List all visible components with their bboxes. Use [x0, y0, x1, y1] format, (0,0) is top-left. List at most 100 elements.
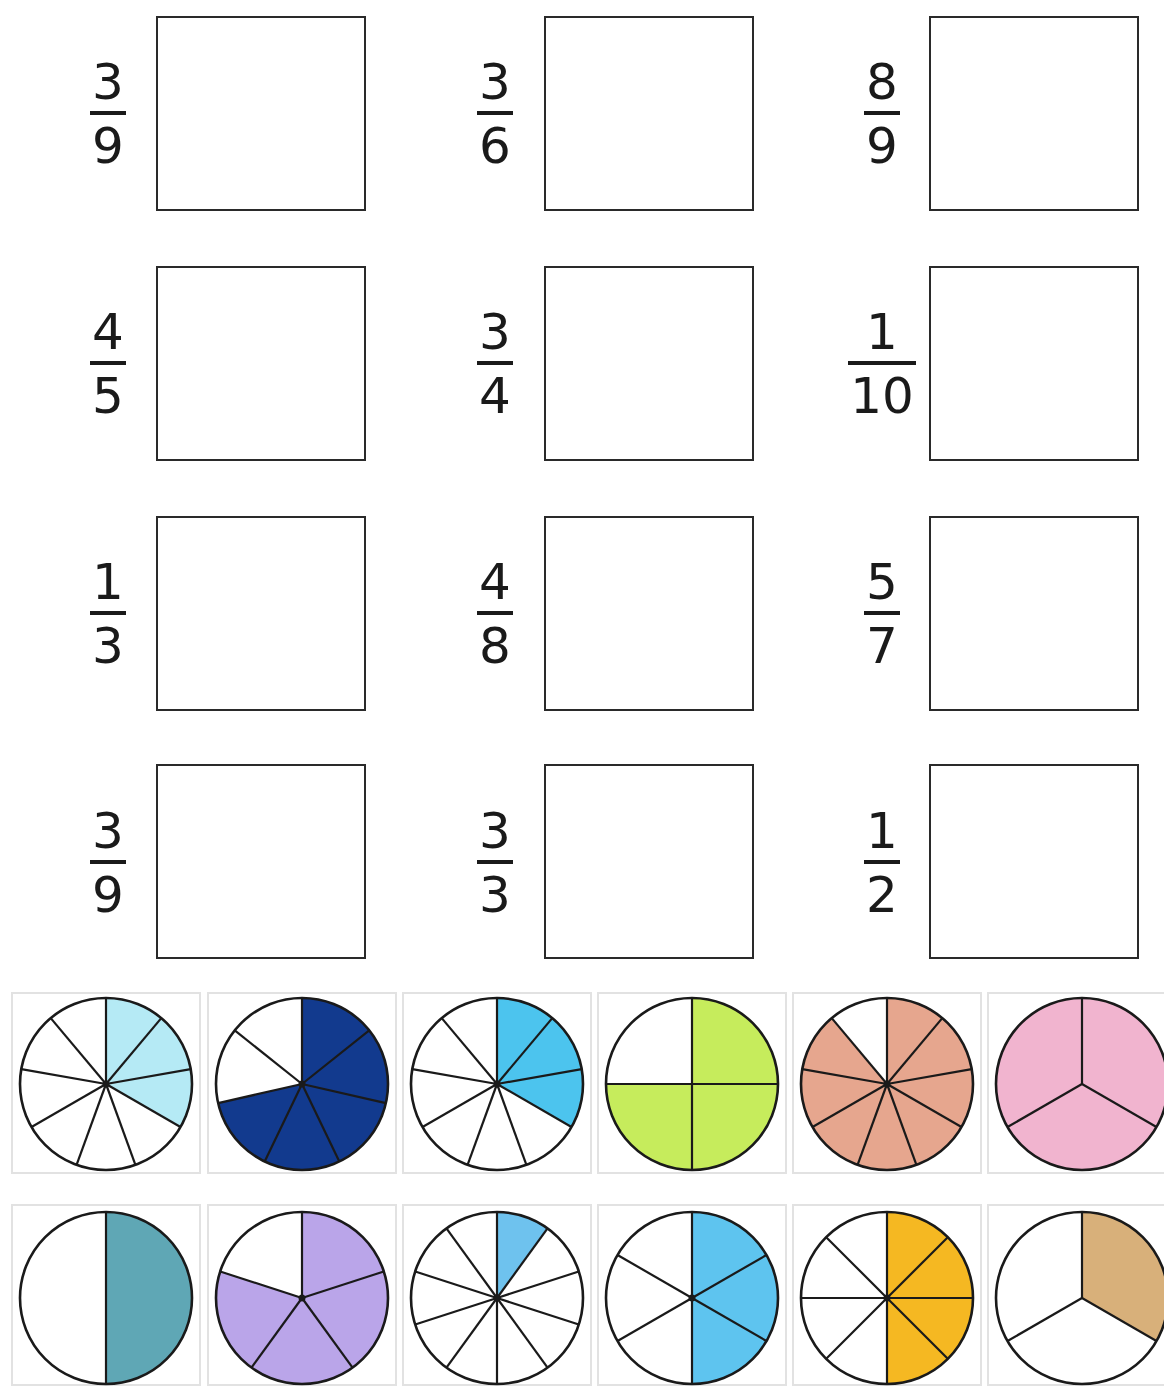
denominator: 2: [864, 870, 900, 920]
pie-center: [299, 1081, 306, 1088]
pie-ground: [216, 998, 388, 1170]
fraction: 33: [477, 806, 513, 920]
pie-card: [208, 993, 396, 1173]
numerator: 8: [864, 57, 900, 107]
fraction: 110: [848, 307, 916, 421]
pie-divider: [106, 1069, 191, 1084]
fraction-bar: [864, 111, 900, 115]
answer-box: [157, 17, 365, 210]
pie-divider: [302, 1271, 384, 1298]
fraction-bar: [477, 860, 513, 864]
pie-divider: [691, 998, 693, 1084]
fraction: 57: [864, 557, 900, 671]
pie-divider: [497, 1069, 582, 1084]
pie-divider: [442, 1018, 497, 1084]
numerator: 4: [90, 307, 126, 357]
pie-divider: [497, 1018, 552, 1084]
pie-center: [494, 1081, 501, 1088]
pie-divider: [801, 1297, 887, 1299]
pie-outline: [606, 1212, 778, 1384]
pie-divider: [496, 998, 498, 1084]
pie-outline: [996, 1212, 1164, 1384]
pie-ground: [606, 998, 778, 1170]
denominator: 6: [477, 121, 513, 171]
pie-divider: [887, 1297, 973, 1299]
pie-card: [403, 1205, 591, 1385]
pie-divider: [887, 1084, 916, 1165]
pie-slice-shaded: [887, 1298, 948, 1384]
pie-divider: [220, 1271, 302, 1298]
pie-divider: [412, 1069, 497, 1084]
answer-box: [930, 765, 1138, 958]
pie-divider: [106, 1018, 161, 1084]
answer-box: [157, 517, 365, 710]
pie-slice-shaded: [692, 1298, 766, 1384]
pie-divider: [496, 1298, 498, 1384]
numerator: 3: [90, 806, 126, 856]
denominator: 9: [90, 121, 126, 171]
pie-slice-shaded: [106, 1212, 192, 1384]
pie-divider: [251, 1298, 302, 1368]
pie-card: [988, 993, 1164, 1173]
fraction: 39: [90, 806, 126, 920]
pie-divider: [887, 1084, 961, 1127]
numerator: 5: [864, 557, 900, 607]
pie-card: [793, 1205, 981, 1385]
pie-divider: [21, 1069, 106, 1084]
numerator: 1: [864, 307, 900, 357]
fraction-bar: [90, 361, 126, 365]
fraction-bar: [477, 361, 513, 365]
pie-center: [299, 1295, 306, 1302]
pie-divider: [691, 1212, 693, 1298]
answer-box: [545, 765, 753, 958]
pie-divider: [77, 1084, 106, 1165]
fraction-bar: [848, 361, 916, 365]
pie-outline: [411, 998, 583, 1170]
pie-divider: [496, 1212, 498, 1298]
pie-divider: [692, 1255, 766, 1298]
pie-divider: [887, 1069, 972, 1084]
denominator: 8: [477, 621, 513, 671]
pie-divider: [886, 998, 888, 1084]
fraction-bar: [864, 611, 900, 615]
pie-divider: [606, 1083, 692, 1085]
pie-divider: [415, 1271, 497, 1298]
pie-divider: [497, 1084, 526, 1165]
pie-divider: [887, 1237, 948, 1298]
answer-box: [545, 517, 753, 710]
pie-divider: [826, 1298, 887, 1359]
answer-box: [930, 267, 1138, 460]
pie-card: [598, 1205, 786, 1385]
pie-slice-shaded: [996, 998, 1082, 1127]
pie-outline: [801, 998, 973, 1170]
pie-divider: [1082, 1298, 1156, 1341]
fraction-bar: [477, 611, 513, 615]
pie-divider: [813, 1084, 887, 1127]
numerator: 3: [477, 307, 513, 357]
pie-slice-shaded: [1082, 1212, 1164, 1341]
pie-card: [793, 993, 981, 1173]
pie-divider: [832, 1018, 887, 1084]
pie-card: [988, 1205, 1164, 1385]
pie-outline: [20, 998, 192, 1170]
pie-divider: [105, 1298, 107, 1384]
pie-divider: [497, 1298, 579, 1325]
pie-ground: [996, 998, 1164, 1170]
denominator: 3: [90, 621, 126, 671]
pie-divider: [691, 1084, 693, 1170]
pie-card: [12, 1205, 200, 1385]
answer-box: [545, 267, 753, 460]
denominator: 3: [477, 870, 513, 920]
pie-divider: [826, 1237, 887, 1298]
numerator: 1: [864, 806, 900, 856]
numerator: 4: [477, 557, 513, 607]
denominator: 7: [864, 621, 900, 671]
pie-divider: [802, 1069, 887, 1084]
pie-ground: [20, 1212, 192, 1384]
fraction: 36: [477, 57, 513, 171]
pie-card: [403, 993, 591, 1173]
answer-box: [930, 17, 1138, 210]
pie-divider: [468, 1084, 497, 1165]
pie-divider: [1008, 1298, 1082, 1341]
denominator: 9: [864, 121, 900, 171]
